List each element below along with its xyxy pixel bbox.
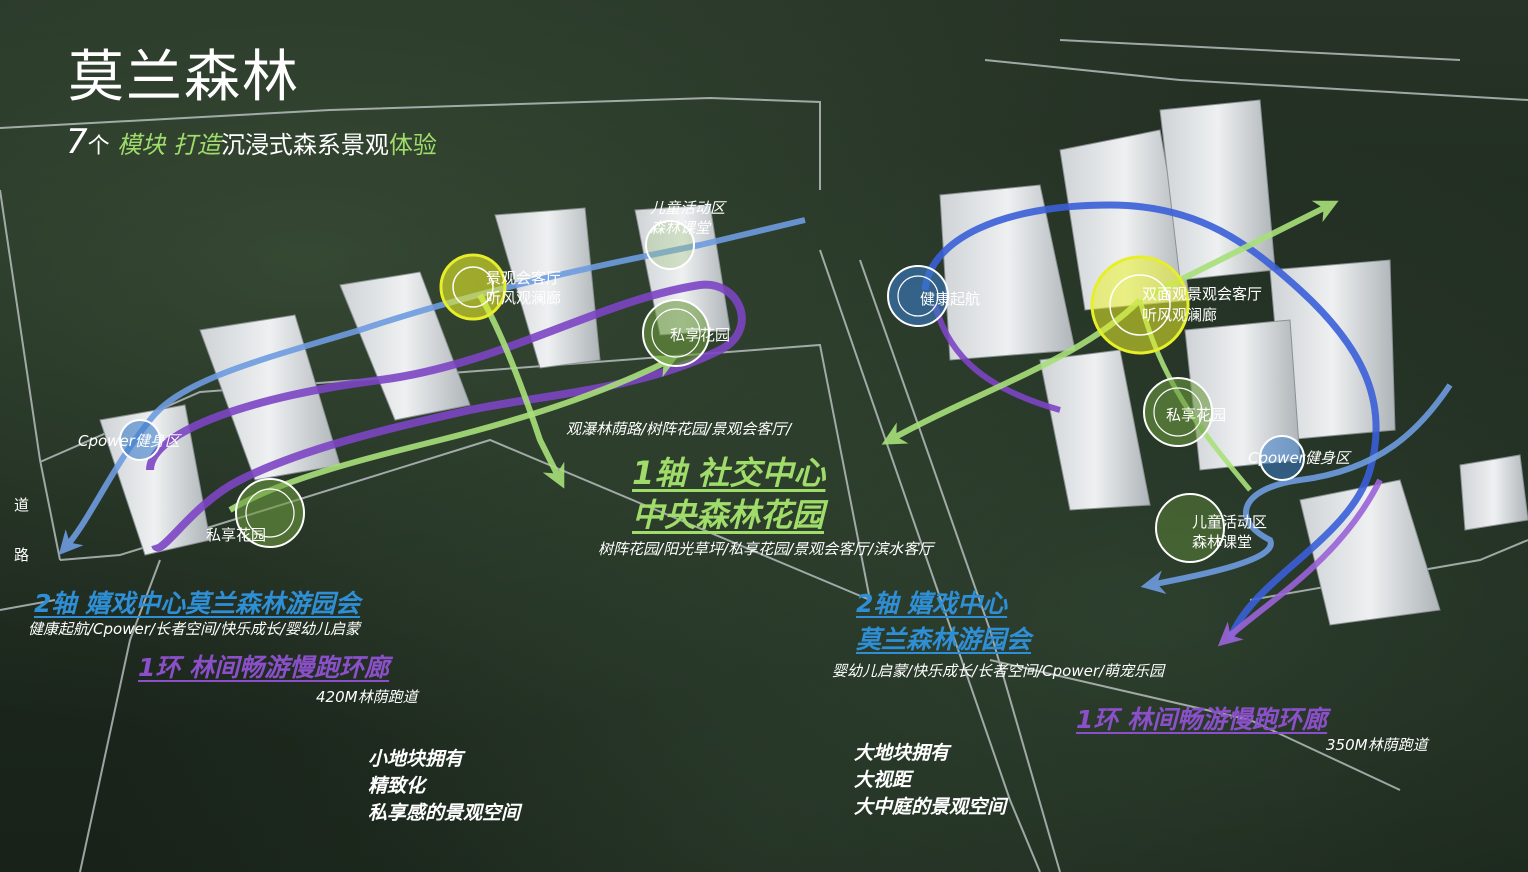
right-buildings bbox=[939, 99, 1528, 626]
node-left-garden-left bbox=[235, 478, 305, 548]
node-left-kids bbox=[645, 220, 695, 270]
left-garden-right-label: 私享花园 bbox=[670, 326, 731, 344]
left-ring1-description: 420M林荫跑道 bbox=[316, 688, 418, 706]
right-ring1-title: 1环 林间畅游慢跑环廊 bbox=[1076, 705, 1328, 734]
right-cpower-label: Cpower健身区 bbox=[1248, 449, 1350, 467]
page-title: 莫兰森林 bbox=[68, 45, 300, 110]
axis1-title-line1: 1轴 社交中心 bbox=[632, 454, 826, 492]
node-right-health bbox=[887, 265, 949, 327]
right-note-line1: 大地块拥有 bbox=[854, 742, 950, 764]
right-axis2-title-line2: 莫兰森林游园会 bbox=[856, 625, 1032, 654]
right-garden-label: 私享花园 bbox=[1166, 406, 1227, 424]
right-block-note: 大地块拥有 大视距 大中庭的景观空间 bbox=[854, 740, 1006, 821]
node-right-garden bbox=[1143, 377, 1213, 447]
subtitle-number: 7 bbox=[66, 122, 88, 162]
subtitle-module: 模块 bbox=[117, 131, 166, 159]
left-garden-left-label: 私享花园 bbox=[206, 526, 267, 544]
right-purple-ring bbox=[921, 201, 1383, 647]
right-health-label: 健康起航 bbox=[920, 290, 981, 308]
right-lounge-label-line1: 双面观景观会客厅 bbox=[1142, 285, 1263, 303]
node-right-lounge bbox=[1090, 255, 1190, 355]
left-note-line3: 私享感的景观空间 bbox=[368, 802, 521, 824]
left-purple-ring bbox=[146, 280, 746, 552]
left-kids-label-line2: 森林课堂 bbox=[650, 219, 711, 237]
left-block-note: 小地块拥有 精致化 私享感的景观空间 bbox=[368, 746, 520, 827]
left-ring1-title: 1环 林间畅游慢跑环廊 bbox=[138, 653, 390, 682]
node-right-cpower bbox=[1259, 435, 1305, 481]
node-right-kids bbox=[1155, 493, 1225, 563]
right-blue-axis bbox=[1140, 383, 1453, 594]
right-lounge-label: 双面观景观会客厅 听风观澜廊 bbox=[1142, 284, 1262, 326]
road-label: 道 路 bbox=[14, 480, 29, 580]
left-blue-axis bbox=[58, 217, 806, 556]
right-kids-label-line2: 森林课堂 bbox=[1192, 533, 1253, 551]
right-axis2-description: 婴幼儿启蒙/快乐成长/长者空间/Cpower/萌宠乐园 bbox=[832, 662, 1165, 680]
right-kids-label: 儿童活动区 森林课堂 bbox=[1192, 512, 1267, 552]
subtitle-unit: 个 bbox=[87, 134, 110, 159]
node-left-lounge bbox=[439, 253, 507, 321]
right-lounge-label-line2: 听风观澜廊 bbox=[1142, 306, 1218, 324]
node-left-garden-right bbox=[642, 299, 710, 367]
axis1-top-description: 观瀑林荫路/树阵花园/景观会客厅/ bbox=[566, 420, 792, 438]
subtitle-build: 打造 bbox=[172, 131, 221, 159]
right-kids-label-line1: 儿童活动区 bbox=[1192, 513, 1268, 531]
left-kids-label-line1: 儿童活动区 bbox=[650, 199, 726, 217]
axis1-bottom-description: 树阵花园/阳光草坪/私享花园/景观会客厅/滨水客厅 bbox=[598, 540, 934, 558]
road-label-char2: 路 bbox=[14, 546, 30, 564]
right-note-line2: 大视距 bbox=[854, 769, 912, 791]
left-axis2-description: 健康起航/Cpower/长者空间/快乐成长/婴幼儿启蒙 bbox=[28, 620, 361, 638]
left-lounge-label: 景观会客厅 听风观澜廊 bbox=[486, 268, 561, 308]
right-ring1-description: 350M林荫跑道 bbox=[1326, 736, 1428, 754]
right-axis2-title-line1: 2轴 嬉戏中心 bbox=[856, 589, 1008, 618]
node-left-cpower bbox=[119, 419, 161, 461]
page-subtitle: 7个 模块 打造沉浸式森系景观体验 bbox=[66, 122, 437, 162]
left-cpower-label: Cpower健身区 bbox=[78, 432, 180, 450]
left-note-line1: 小地块拥有 bbox=[368, 748, 464, 770]
axis1-title-line2: 中央森林花园 bbox=[632, 496, 825, 534]
subtitle-experience: 体验 bbox=[388, 131, 437, 159]
left-kids-label: 儿童活动区 森林课堂 bbox=[650, 198, 725, 238]
left-axis2-title: 2轴 嬉戏中心莫兰森林游园会 bbox=[34, 589, 361, 618]
road-label-char1: 道 bbox=[14, 496, 30, 514]
left-lounge-label-line2: 听风观澜廊 bbox=[486, 289, 562, 307]
right-note-line3: 大中庭的景观空间 bbox=[854, 796, 1007, 818]
left-note-line2: 精致化 bbox=[368, 775, 426, 797]
subtitle-immersive: 沉浸式森系景观 bbox=[220, 131, 389, 159]
left-lounge-label-line1: 景观会客厅 bbox=[486, 269, 562, 287]
